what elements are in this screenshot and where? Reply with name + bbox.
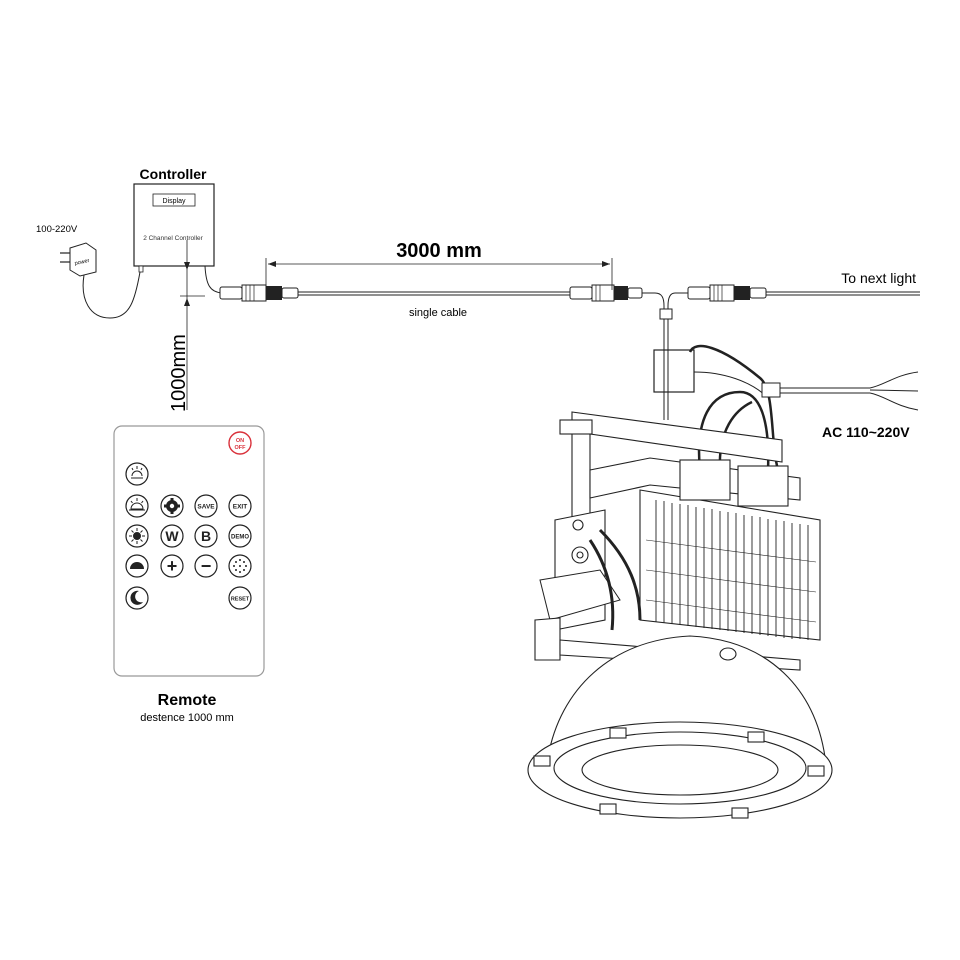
main-cable: To next light single cable <box>204 265 920 350</box>
remote-body <box>113 425 265 677</box>
minus-button[interactable]: − <box>194 554 218 578</box>
sun-dim-icon <box>129 498 145 511</box>
svg-text:−: − <box>201 556 212 576</box>
on-off-button[interactable]: ON OFF <box>228 431 252 455</box>
power-plug-body <box>69 242 97 277</box>
power-adapter: 100-220V power <box>36 224 141 319</box>
gear-icon <box>164 498 180 514</box>
controller: Controller Display 2 Channel Controller <box>133 166 215 273</box>
power-cord <box>82 271 141 319</box>
high-bay-light <box>527 350 833 819</box>
svg-text:OFF: OFF <box>235 445 247 451</box>
remote-title: Remote <box>158 692 217 709</box>
dots-button[interactable] <box>228 554 252 578</box>
svg-text:RESET: RESET <box>231 597 250 603</box>
sunrise-button[interactable] <box>125 462 149 486</box>
moon-icon <box>130 590 143 605</box>
sunrise-icon <box>131 466 143 479</box>
dots-icon <box>233 559 247 573</box>
sun-bright-icon <box>129 528 145 544</box>
svg-text:W: W <box>165 528 179 544</box>
next-light-label: To next light <box>841 270 916 286</box>
controller-pin <box>138 265 144 273</box>
vertical-dimension-label: 1000mm <box>168 334 190 412</box>
connector-right <box>687 284 767 302</box>
settings-button[interactable] <box>160 494 184 518</box>
svg-text:ON: ON <box>236 438 244 444</box>
controller-display-label: Display <box>163 198 186 205</box>
controller-display <box>152 193 196 207</box>
moon-button[interactable] <box>125 586 149 610</box>
svg-text:DEMO: DEMO <box>231 535 249 541</box>
svg-text:SAVE: SAVE <box>197 504 215 511</box>
power-adapter-label: power <box>74 258 90 267</box>
exit-button[interactable]: EXIT <box>228 494 252 518</box>
remote-subtitle: destence 1000 mm <box>140 712 234 724</box>
controller-title: Controller <box>140 166 207 182</box>
remote: ON OFF <box>113 425 265 724</box>
sunset-button[interactable] <box>125 554 149 578</box>
controller-channel-label: 2 Channel Controller <box>143 235 203 242</box>
demo-button[interactable]: DEMO <box>228 524 252 548</box>
sun-dim-button[interactable] <box>125 494 149 518</box>
svg-text:B: B <box>201 528 211 544</box>
plus-button[interactable]: + <box>160 554 184 578</box>
ac-label: AC 110~220V <box>822 424 910 440</box>
sun-bright-button[interactable] <box>125 524 149 548</box>
power-voltage-label: 100-220V <box>36 224 78 235</box>
sunset-icon <box>130 562 144 569</box>
svg-text:EXIT: EXIT <box>233 504 247 511</box>
horizontal-dimension: 3000 mm <box>265 240 613 290</box>
svg-text:+: + <box>167 556 178 576</box>
single-cable-label: single cable <box>409 307 467 319</box>
connector-middle <box>569 284 643 302</box>
save-button[interactable]: SAVE <box>194 494 218 518</box>
connector-left <box>219 284 299 302</box>
white-button[interactable]: W <box>160 524 184 548</box>
reset-button[interactable]: RESET <box>228 586 252 610</box>
blue-button[interactable]: B <box>194 524 218 548</box>
vertical-dimension: 1000mm <box>168 240 205 412</box>
ac-junction <box>761 382 781 398</box>
driver-box: AC 110~220V <box>653 344 919 471</box>
junction-block <box>659 308 673 320</box>
length-label: 3000 mm <box>396 240 482 262</box>
